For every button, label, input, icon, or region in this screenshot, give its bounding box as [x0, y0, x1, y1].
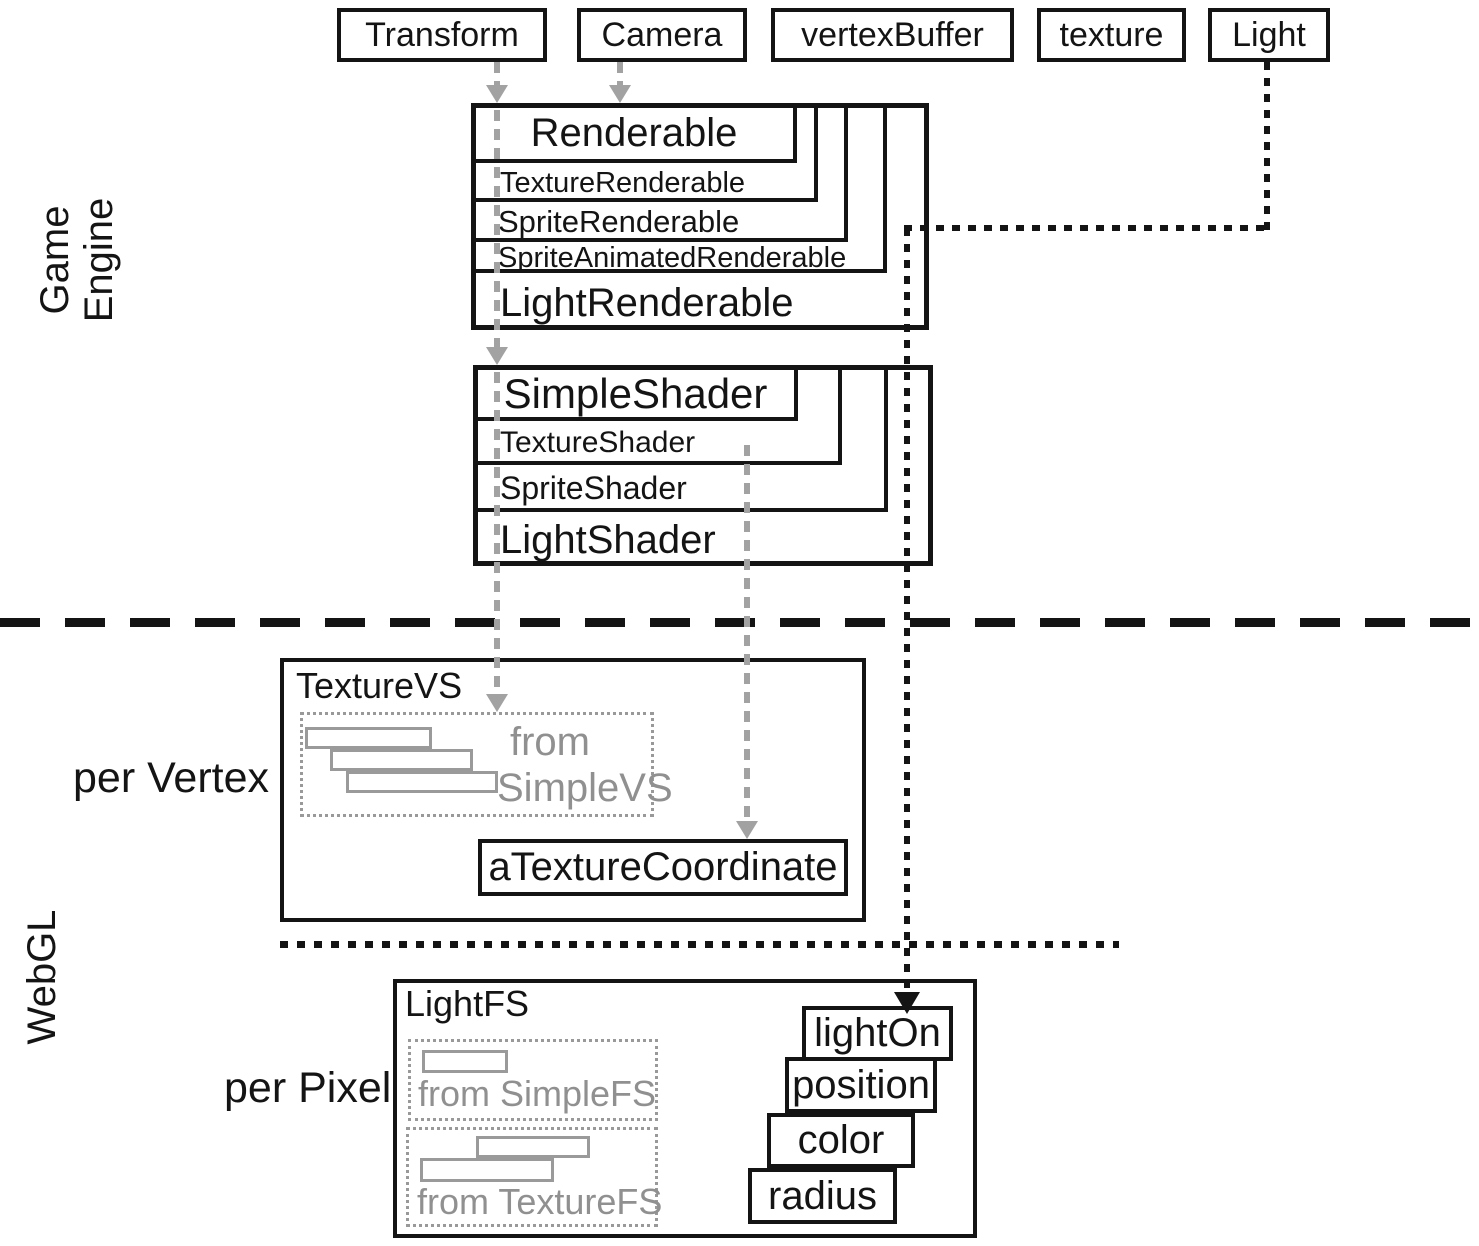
texture-box: texture: [1037, 8, 1186, 62]
sprite-renderable-label: SpriteRenderable: [498, 204, 740, 239]
light-path-arrowhead-icon: [894, 992, 920, 1014]
simple-shader-box: [473, 365, 798, 421]
color-uniform-box: color: [767, 1113, 915, 1168]
simplevs-attr-rect-1: [305, 727, 432, 749]
light-renderable-label: LightRenderable: [500, 281, 794, 325]
from-simplevs-label-line1: from: [510, 720, 590, 764]
renderable-label: Renderable: [530, 111, 738, 155]
from-simplefs-label: from SimpleFS: [418, 1073, 657, 1114]
game-engine-section-label: Game Engine: [33, 197, 121, 323]
from-simplevs-label-line2: SimpleVS: [497, 766, 673, 810]
from-simplefs-group: [408, 1039, 658, 1121]
vertex-buffer-box: vertexBuffer: [771, 8, 1014, 62]
position-uniform-box: position: [785, 1057, 937, 1113]
light-box: Light: [1208, 8, 1330, 62]
light-path-horizontal-line: [904, 225, 1270, 231]
texture-renderable-label: TextureRenderable: [500, 167, 746, 199]
webgl-section-label: WebGL: [20, 909, 64, 1045]
per-pixel-label: per Pixel: [224, 1064, 392, 1112]
light-path-vertical-lower-line: [904, 228, 910, 995]
simplefs-uniform-rect: [422, 1050, 508, 1073]
texture-vs-title: TextureVS: [296, 665, 463, 706]
vertex-pixel-separator-line: [280, 941, 1119, 948]
textureshader-to-atexturecoordinate-arrowhead-icon: [736, 821, 758, 839]
simplevs-attr-rect-3: [346, 771, 498, 793]
radius-uniform-box: radius: [748, 1168, 897, 1224]
renderable-box: [471, 103, 797, 163]
simple-shader-label: SimpleShader: [503, 370, 768, 417]
from-texturefs-label: from TextureFS: [417, 1181, 663, 1222]
transform-to-renderable-arrow-line: [494, 62, 500, 87]
renderable-to-shader-arrow-line: [494, 110, 500, 347]
texturefs-uniform-rect-1: [476, 1136, 590, 1158]
light-fs-title: LightFS: [405, 983, 530, 1024]
texture-shader-label: TextureShader: [500, 426, 696, 459]
from-simplevs-group: [300, 712, 654, 817]
transform-box: Transform: [337, 8, 547, 62]
per-vertex-label: per Vertex: [73, 754, 269, 802]
simplevs-attr-rect-2: [330, 749, 473, 771]
camera-to-renderable-arrowhead-icon: [609, 85, 631, 103]
light-path-vertical-upper-line: [1264, 62, 1270, 231]
camera-box: Camera: [577, 8, 747, 62]
sprite-shader-label: SpriteShader: [500, 470, 687, 506]
camera-to-renderable-arrow-line: [617, 62, 623, 87]
sprite-animated-renderable-label: SpriteAnimatedRenderable: [498, 242, 847, 274]
from-texturefs-group: [406, 1127, 658, 1227]
shader-to-texturevs-arrow-line: [494, 372, 500, 694]
engine-webgl-separator-line: [0, 618, 1479, 627]
textureshader-to-atexturecoordinate-arrow-line: [744, 445, 750, 821]
renderable-to-shader-arrowhead-icon: [486, 347, 508, 365]
light-on-uniform-box: lightOn: [802, 1006, 953, 1061]
a-texture-coordinate-box: aTextureCoordinate: [478, 839, 848, 896]
shader-to-texturevs-arrowhead-icon: [486, 694, 508, 712]
texturefs-uniform-rect-2: [420, 1158, 554, 1182]
light-fs-box: [393, 979, 977, 1238]
transform-to-renderable-arrowhead-icon: [486, 85, 508, 103]
light-shader-label: LightShader: [500, 518, 716, 562]
